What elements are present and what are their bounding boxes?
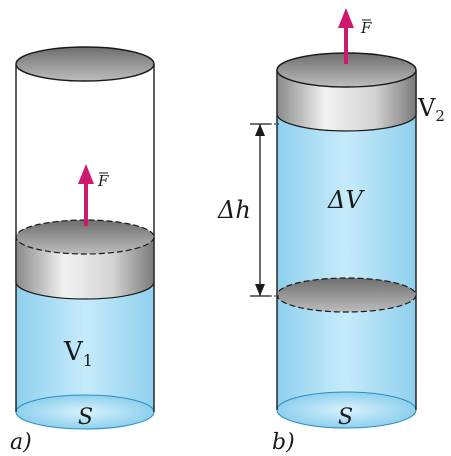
cylinder-b: F V2 Δh ΔV S b): [217, 8, 445, 455]
volume-label-b: V2: [417, 94, 445, 125]
force-arrow-b: [338, 8, 354, 64]
area-label-a: S: [78, 405, 93, 430]
force-arrow-a: [78, 164, 94, 226]
force-label-b: F: [360, 19, 372, 37]
delta-volume-label-b: ΔV: [327, 186, 365, 214]
old-piston-position-b: [276, 277, 417, 313]
liquid-b: [277, 96, 416, 428]
cylinder-a: F V1 S a): [10, 46, 155, 455]
height-dimension-b: [250, 123, 279, 297]
caption-a: a): [10, 430, 32, 455]
piston-a: [15, 236, 155, 300]
area-label-b: S: [338, 405, 353, 430]
force-label-a: F: [97, 172, 109, 190]
height-label-b: Δh: [217, 196, 251, 224]
caption-b: b): [272, 430, 295, 455]
liquid-a: [16, 282, 154, 429]
top-rim-a: [15, 46, 155, 82]
volume-label-a: V1: [63, 337, 93, 370]
